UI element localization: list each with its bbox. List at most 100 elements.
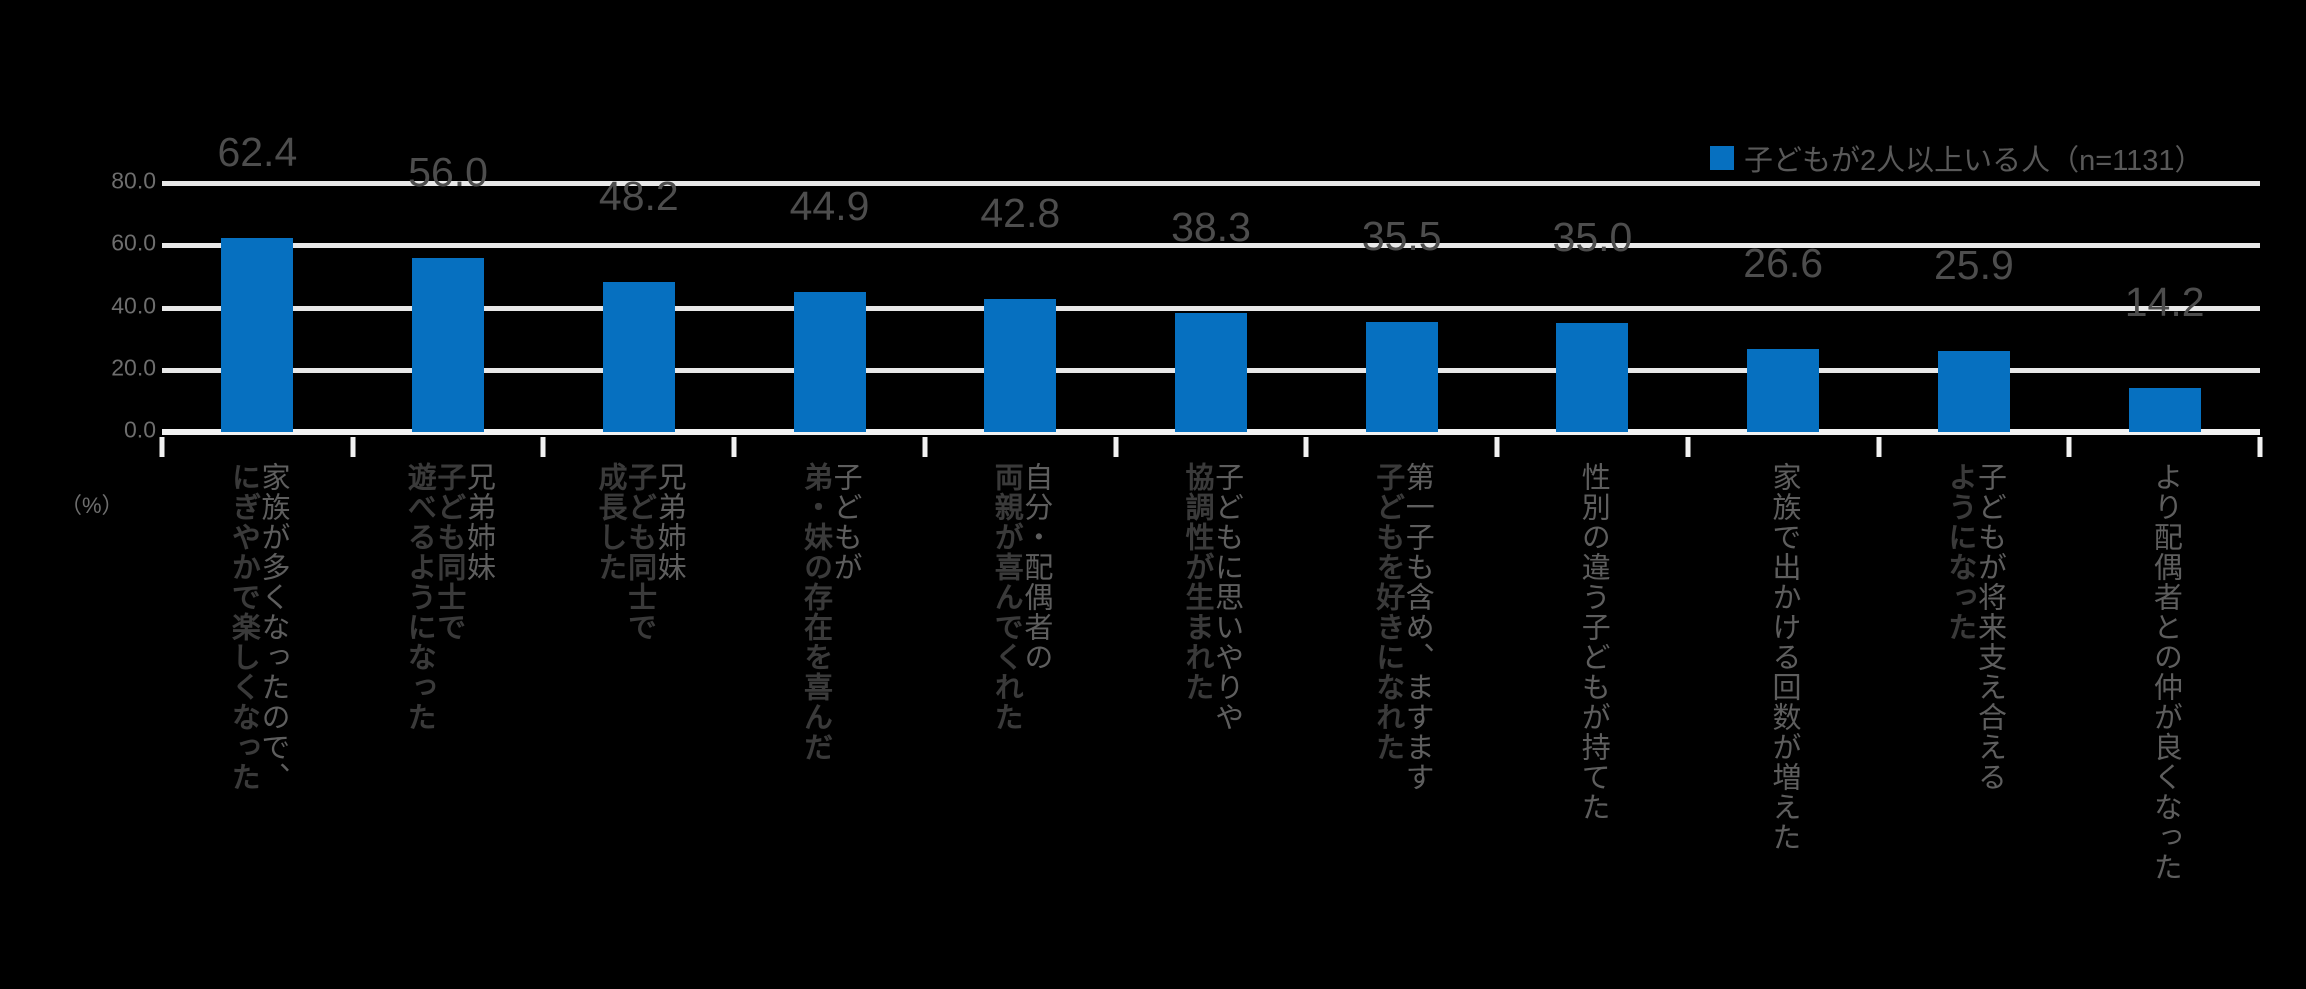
category-label-column: 協調性が生まれた bbox=[1180, 462, 1213, 702]
y-axis-tick-label: 0.0 bbox=[124, 416, 156, 443]
category-label-columns: 子どもに思いやりや協調性が生まれた bbox=[1180, 462, 1243, 732]
category-label-columns: 家族で出かける回数が増えた bbox=[1767, 462, 1800, 852]
category-label-column: 家族が多くなったので、 bbox=[256, 462, 289, 792]
bar[interactable] bbox=[412, 257, 485, 432]
category-label: 家族が多くなったので、にぎやかで楽しくなった bbox=[162, 462, 353, 982]
category-label-column: 性別の違う子どもが持てた bbox=[1577, 462, 1610, 822]
bar[interactable] bbox=[602, 281, 675, 432]
bar[interactable] bbox=[1174, 312, 1247, 432]
bar-value-label: 35.0 bbox=[1552, 214, 1633, 261]
category-label: 子どもが弟・妹の存在を喜んだ bbox=[734, 462, 925, 982]
category-label: 自分・配偶者の両親が喜んでくれた bbox=[925, 462, 1116, 982]
x-axis-tick bbox=[1494, 437, 1500, 457]
x-axis-tick bbox=[1685, 437, 1691, 457]
bar[interactable] bbox=[1747, 349, 1820, 432]
axis-baseline bbox=[162, 429, 2260, 435]
bar-value-label: 38.3 bbox=[1171, 203, 1251, 250]
category-label: 兄弟姉妹子ども同士で遊べるようになった bbox=[353, 462, 544, 982]
category-label-columns: 子どもが将来支え合えるようになった bbox=[1943, 462, 2006, 792]
bar-value-label: 35.5 bbox=[1361, 212, 1442, 259]
x-axis-tick bbox=[2066, 437, 2072, 457]
bar[interactable] bbox=[793, 292, 866, 432]
y-axis-unit-label: （%） bbox=[60, 493, 124, 518]
bar-slot: 35.5 bbox=[1306, 180, 1497, 442]
category-label: 第一子も含め、ますます子どもを好きになれた bbox=[1306, 462, 1497, 982]
category-label-column: 子どもが将来支え合える bbox=[1973, 462, 2006, 792]
x-axis-tick bbox=[350, 437, 356, 457]
category-label-column: 兄弟姉妹 bbox=[653, 462, 686, 582]
bar-value-label: 26.6 bbox=[1743, 240, 1824, 287]
gridline-40 bbox=[162, 305, 2260, 311]
category-label-columns: 子どもが弟・妹の存在を喜んだ bbox=[799, 462, 862, 762]
bar-value-label: 48.2 bbox=[598, 172, 679, 219]
bar-series: 62.4 56.0 48.2 44.9 42.8 38.3 35.5 35.0 26.6 25.9… bbox=[162, 129, 2260, 442]
category-label: より配偶者との仲が良くなった bbox=[2069, 462, 2260, 982]
y-axis-tick-label: 40.0 bbox=[111, 292, 156, 318]
category-label-columns: 性別の違う子どもが持てた bbox=[1577, 462, 1610, 822]
x-axis-tick bbox=[1303, 437, 1309, 457]
category-label-column: 子ども同士で bbox=[623, 462, 656, 642]
category-label: 性別の違う子どもが持てた bbox=[1497, 462, 1688, 982]
category-label-columns: 兄弟姉妹子ども同士で成長した bbox=[594, 462, 686, 642]
legend-label: 子どもが2人以上いる人（n=1131） bbox=[1744, 145, 2204, 177]
category-label-column: より配偶者との仲が良くなった bbox=[2149, 462, 2182, 882]
y-axis-tick-label: 60.0 bbox=[111, 229, 156, 256]
category-label: 兄弟姉妹子ども同士で成長した bbox=[543, 462, 734, 982]
category-label-column: 遊べるようになった bbox=[403, 462, 436, 732]
bar[interactable] bbox=[1937, 351, 2010, 432]
bar-value-label: 44.9 bbox=[789, 183, 870, 230]
category-label-column: 兄弟姉妹 bbox=[462, 462, 495, 582]
x-axis-ticks bbox=[159, 437, 2263, 459]
bar-slot: 44.9 bbox=[734, 180, 925, 442]
category-label: 家族で出かける回数が増えた bbox=[1688, 462, 1879, 982]
gridline-60 bbox=[162, 243, 2260, 249]
category-label-column: 子ども同士で bbox=[432, 462, 465, 642]
category-label-column: 弟・妹の存在を喜んだ bbox=[799, 462, 832, 762]
x-axis-tick bbox=[1876, 437, 1882, 457]
category-label-column: 自分・配偶者の bbox=[1019, 462, 1052, 672]
x-axis-tick bbox=[731, 437, 737, 457]
category-label-columns: 自分・配偶者の両親が喜んでくれた bbox=[990, 462, 1052, 732]
x-axis-tick bbox=[2257, 437, 2263, 457]
bar-slot: 62.4 bbox=[162, 129, 353, 442]
category-label: 子どもに思いやりや協調性が生まれた bbox=[1116, 462, 1307, 982]
category-label-columns: より配偶者との仲が良くなった bbox=[2149, 462, 2182, 882]
bar-slot: 56.0 bbox=[353, 149, 544, 442]
bar[interactable] bbox=[221, 237, 294, 432]
bar-slot: 14.2 bbox=[2069, 180, 2260, 442]
bar-value-label: 25.9 bbox=[1933, 242, 2014, 289]
category-label: 子どもが将来支え合えるようになった bbox=[1879, 462, 2070, 982]
category-label-columns: 兄弟姉妹子ども同士で遊べるようになった bbox=[403, 462, 495, 732]
bar[interactable] bbox=[1556, 323, 1629, 432]
category-label-columns: 第一子も含め、ますます子どもを好きになれた bbox=[1371, 462, 1434, 792]
y-axis-tick-label: 80.0 bbox=[111, 167, 156, 194]
bar-value-label: 42.8 bbox=[980, 189, 1061, 236]
x-axis-tick bbox=[1113, 437, 1119, 457]
bar-value-label: 14.2 bbox=[2124, 278, 2205, 325]
gridline-80 bbox=[162, 181, 2260, 186]
chart-legend: 子どもが2人以上いる人（n=1131） bbox=[1710, 137, 2204, 179]
category-label-column: ようになった bbox=[1943, 462, 1976, 642]
legend-swatch-icon bbox=[1710, 146, 1734, 170]
bar[interactable] bbox=[1365, 321, 1438, 432]
bar-value-label: 62.4 bbox=[217, 128, 298, 175]
bar-slot: 42.8 bbox=[925, 180, 1116, 442]
category-label-column: 子どもに思いやりや bbox=[1210, 462, 1243, 732]
bar[interactable] bbox=[984, 298, 1057, 432]
bar[interactable] bbox=[2128, 387, 2201, 432]
category-label-columns: 家族が多くなったので、にぎやかで楽しくなった bbox=[227, 462, 289, 792]
category-label-column: 子どもが bbox=[829, 462, 862, 582]
category-label-column: 子どもを好きになれた bbox=[1371, 462, 1404, 762]
category-label-column: 両親が喜んでくれた bbox=[990, 462, 1023, 732]
bar-slot: 35.0 bbox=[1497, 180, 1688, 442]
x-axis-tick bbox=[159, 437, 165, 457]
y-axis-tick-label: 20.0 bbox=[111, 354, 156, 381]
x-axis-category-labels: 家族が多くなったので、にぎやかで楽しくなった兄弟姉妹子ども同士で遊べるようになっ… bbox=[162, 462, 2260, 982]
bar-value-label: 56.0 bbox=[408, 148, 488, 195]
y-axis: 80.0 60.0 40.0 20.0 0.0 bbox=[70, 160, 156, 460]
bar-slot: 26.6 bbox=[1688, 180, 1879, 442]
category-label-column: 家族で出かける回数が増えた bbox=[1767, 462, 1800, 852]
category-label-column: にぎやかで楽しくなった bbox=[227, 462, 260, 792]
bar-slot: 38.3 bbox=[1116, 180, 1307, 442]
